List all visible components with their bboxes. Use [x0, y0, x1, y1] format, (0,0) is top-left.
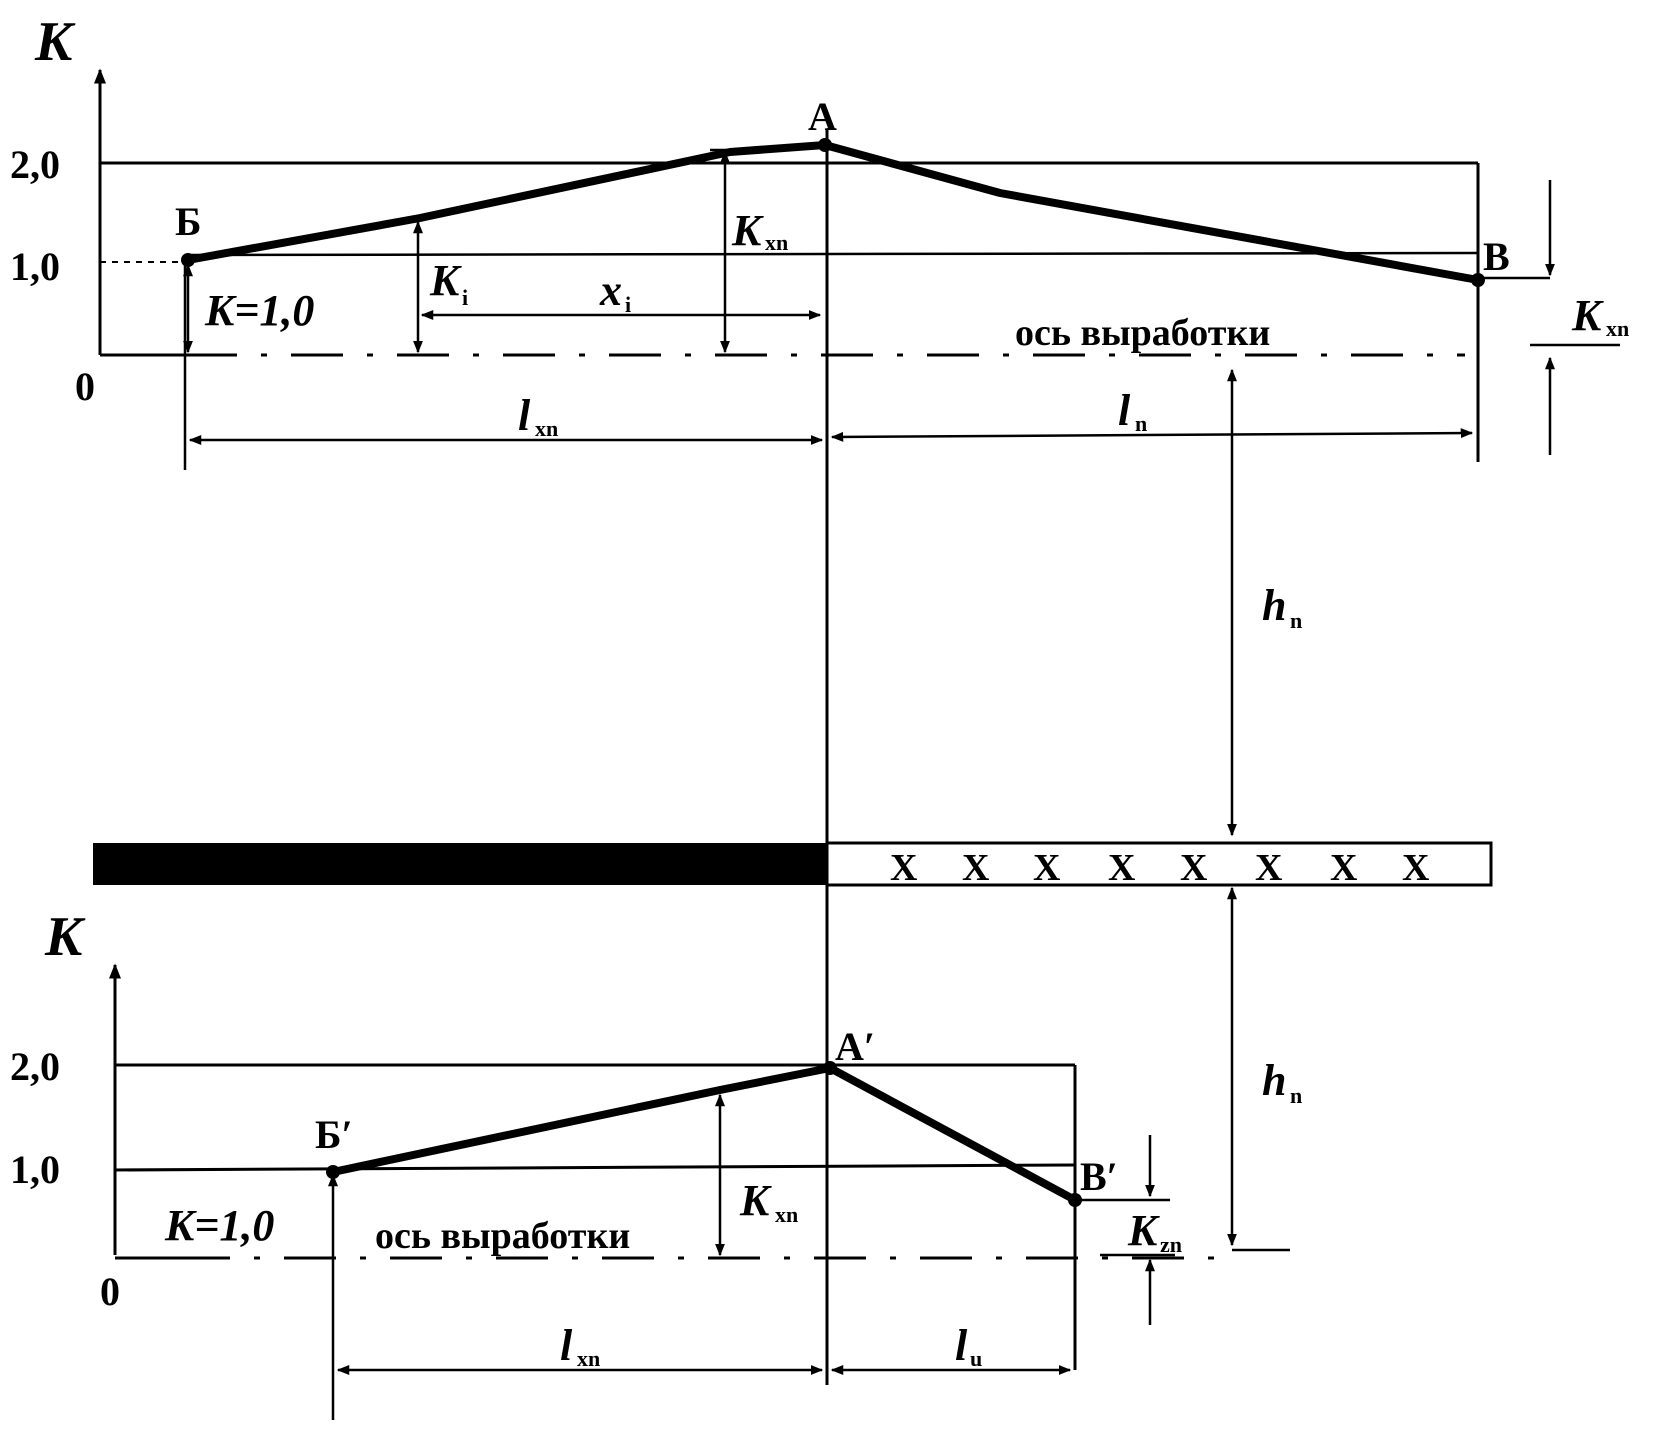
bottom-k-max-label: K [739, 1176, 772, 1225]
top-k-i-sub: i [462, 285, 468, 310]
top-x-i-label: x [599, 266, 622, 315]
seam: X X X X X X X X [93, 841, 1493, 889]
bottom-l-right-sub: u [970, 1346, 982, 1371]
h-lower-sub: n [1290, 1083, 1302, 1108]
top-label-a: A [808, 94, 837, 139]
bottom-point-v [1068, 1193, 1082, 1207]
seam-x-4: X [1108, 847, 1135, 889]
bottom-label-v: В′ [1080, 1154, 1118, 1199]
seam-solid [93, 843, 827, 885]
top-point-a [818, 138, 832, 152]
seam-x-1: X [890, 847, 917, 889]
bottom-tick-0: 0 [100, 1269, 120, 1314]
bottom-label-a: A′ [835, 1024, 875, 1069]
bottom-l-left-sub: xn [577, 1346, 600, 1371]
top-k-max-sub: xn [765, 230, 788, 255]
top-k-max-label: K [731, 206, 764, 255]
top-k-one-label: K=1,0 [204, 286, 314, 335]
bottom-right-k-label: K [1127, 1206, 1160, 1255]
h-upper-dimension: h n [1227, 368, 1302, 837]
bottom-l-right-label: l [955, 1321, 968, 1370]
bottom-y-axis-label: K [44, 906, 86, 968]
top-right-k-sub: xn [1606, 316, 1629, 341]
bottom-l-left-label: l [560, 1321, 573, 1370]
seam-x-7: X [1330, 847, 1357, 889]
bottom-label-b: Б′ [315, 1112, 353, 1157]
seam-goaf [825, 841, 1493, 887]
top-point-b [181, 253, 195, 267]
top-point-v [1471, 273, 1485, 287]
top-k-i-label: K [429, 256, 462, 305]
top-axis-text: ось выработки [1015, 312, 1270, 354]
bottom-concentration-curve [332, 1064, 1077, 1204]
h-lower-dimension: h n [1227, 886, 1302, 1252]
top-y-axis-label: K [34, 11, 76, 73]
top-l-right-dim [830, 428, 1474, 442]
top-concentration-curve [187, 141, 1479, 284]
bottom-tick-1: 1,0 [10, 1147, 60, 1192]
bottom-k-max-sub: xn [775, 1202, 798, 1227]
bottom-axis-text: ось выработки [375, 1215, 630, 1257]
bottom-k-one-label: K=1,0 [164, 1201, 274, 1250]
top-label-b: Б [175, 199, 201, 244]
top-tick-1: 1,0 [10, 244, 60, 289]
seam-x-5: X [1180, 847, 1207, 889]
h-upper-sub: n [1290, 608, 1302, 633]
seam-x-2: X [962, 847, 989, 889]
h-lower-label: h [1262, 1056, 1286, 1105]
top-l-left-label: l [518, 391, 531, 440]
top-diagram: K 2,0 1,0 0 ось выработки A Б В K=1,0 K … [10, 11, 1629, 470]
top-tick-0: 0 [75, 364, 95, 409]
top-tick-2: 2,0 [10, 142, 60, 187]
top-l-right-label: l [1118, 386, 1131, 435]
top-x-i-sub: i [625, 292, 631, 317]
seam-x-8: X [1402, 847, 1429, 889]
seam-x-6: X [1255, 847, 1282, 889]
bottom-right-k-sub: zn [1160, 1232, 1182, 1257]
top-l-right-sub: n [1135, 411, 1147, 436]
top-right-k-label: K [1571, 291, 1604, 340]
bottom-point-a [823, 1061, 837, 1075]
seam-x-3: X [1033, 847, 1060, 889]
top-level-1 [184, 251, 1479, 257]
top-label-v: В [1483, 234, 1510, 279]
top-l-left-sub: xn [535, 416, 558, 441]
h-upper-label: h [1262, 581, 1286, 630]
bottom-level-1 [114, 1163, 1076, 1172]
bottom-tick-2: 2,0 [10, 1044, 60, 1089]
bottom-diagram: K 2,0 1,0 0 K=1,0 ось выработки A′ Б′ В′… [10, 906, 1215, 1420]
